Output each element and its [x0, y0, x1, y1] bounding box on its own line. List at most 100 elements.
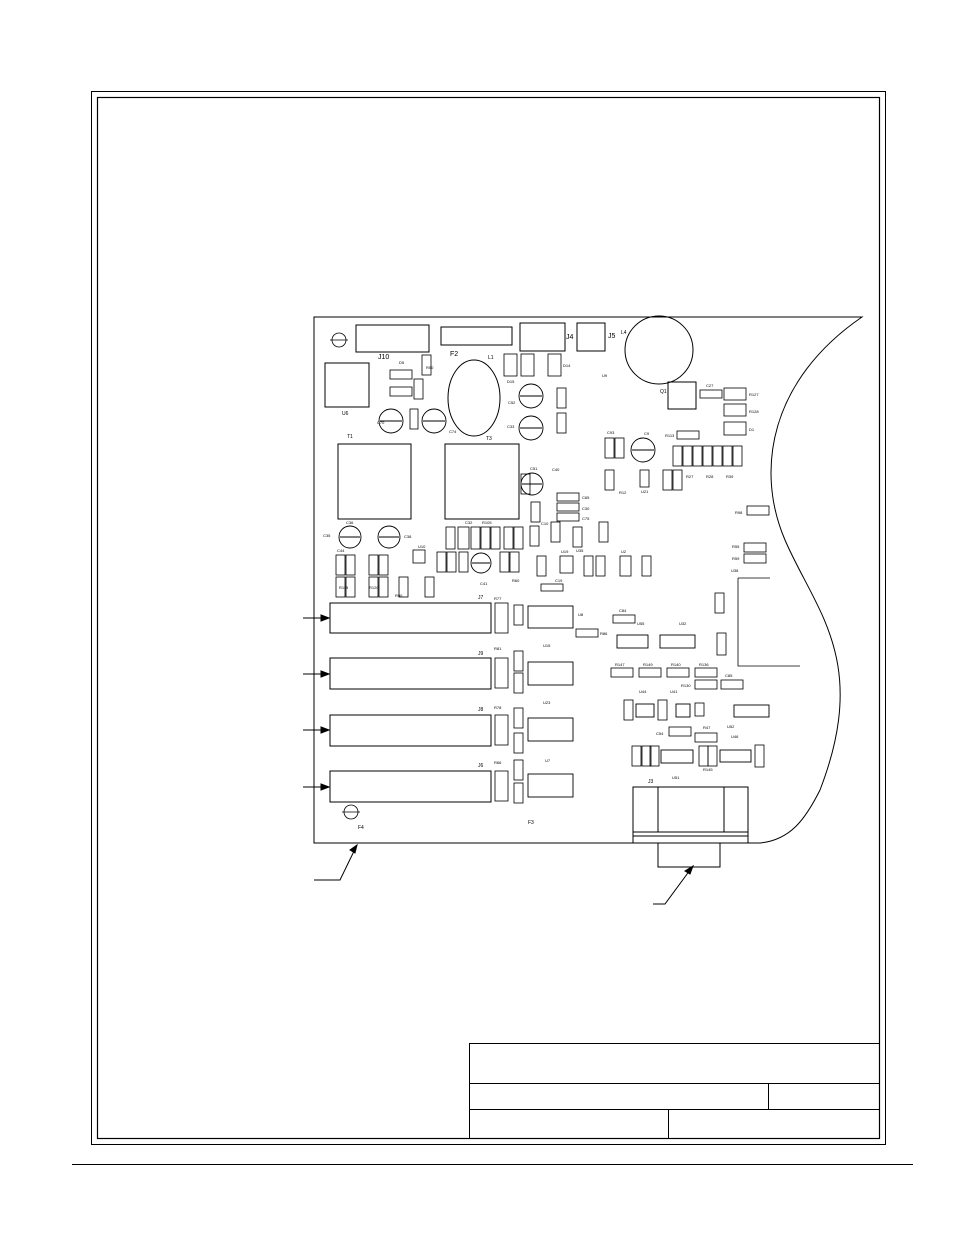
label-u19: U19 [561, 549, 569, 554]
label-r50: R50 [426, 365, 434, 370]
label-u2: U2 [621, 549, 627, 554]
label-d1: D1 [749, 427, 755, 432]
header-j9-body [329, 657, 492, 690]
label-c33: C33 [507, 424, 515, 429]
transformer-t3-body [444, 443, 520, 520]
label-f3: F3 [528, 820, 534, 826]
label-j10: J10 [378, 354, 389, 361]
label-c51: C51 [530, 466, 538, 471]
label-c38: C38 [404, 534, 412, 539]
label-r147: R147 [615, 662, 625, 667]
label-u52: U52 [727, 724, 735, 729]
connector-j3 [632, 786, 749, 868]
label-r60: R60 [512, 578, 520, 583]
label-r27: R27 [686, 474, 694, 479]
label-r39: R39 [726, 474, 734, 479]
ic-u6-body [324, 362, 370, 408]
label-u32: U32 [679, 621, 687, 626]
label-j7: J7 [478, 595, 484, 601]
label-c44: C44 [337, 548, 345, 553]
label-c41: C41 [480, 581, 488, 586]
label-r77: R77 [494, 596, 502, 601]
header-j7-body [329, 602, 492, 634]
label-u38: U38 [731, 568, 739, 573]
label-u10: U10 [418, 544, 426, 549]
label-c19: C19 [555, 578, 563, 583]
label-r120: R120 [369, 585, 379, 590]
label-j3: J3 [648, 779, 654, 785]
label-c36: C36 [346, 520, 354, 525]
ic-u15-body [527, 661, 574, 686]
label-r47: R47 [703, 725, 711, 730]
label-j9: J9 [478, 651, 484, 657]
label-c35: C35 [323, 533, 331, 538]
label-r127: R127 [749, 392, 759, 397]
label-u51: U51 [672, 775, 680, 780]
connector-j5-body [576, 322, 606, 352]
label-j8: J8 [478, 707, 484, 713]
label-c75: C75 [582, 516, 590, 521]
label-c93: C93 [607, 430, 615, 435]
label-j6: J6 [478, 763, 484, 769]
label-r145: R145 [703, 767, 713, 772]
label-r149: R149 [643, 662, 653, 667]
label-r78: R78 [494, 705, 502, 710]
label-c74: C74 [449, 429, 457, 434]
label-r81: R81 [494, 646, 502, 651]
label-r66: R66 [494, 760, 502, 765]
label-c84: C84 [619, 608, 627, 613]
callout-arrows-left [303, 614, 331, 791]
label-r119: R119 [339, 585, 349, 590]
label-r140: R140 [671, 662, 681, 667]
label-r59: R59 [732, 556, 740, 561]
label-d15: D15 [507, 379, 515, 384]
label-u44: U44 [639, 689, 647, 694]
ic-u8-body [527, 605, 574, 629]
label-r113: R113 [665, 433, 675, 438]
callout-arrows-bottom [314, 843, 694, 905]
label-q1: Q1 [660, 389, 667, 395]
label-u7: U7 [545, 758, 551, 763]
inductor-l4-body [624, 315, 694, 385]
label-r86: R86 [600, 631, 608, 636]
label-c10: C10 [541, 521, 549, 526]
pcb-cutout [737, 577, 800, 667]
transistor-q1-body [667, 381, 697, 410]
transformer-t1-body [337, 443, 412, 520]
label-u23: U23 [543, 700, 551, 705]
header-j8-body [329, 714, 492, 747]
inner-frame [96, 96, 881, 1140]
title-block [469, 1043, 879, 1138]
label-u55: U55 [637, 621, 645, 626]
label-c85: C85 [725, 673, 733, 678]
label-u21: U21 [641, 489, 649, 494]
label-c9: C9 [644, 431, 650, 436]
label-r12: R12 [619, 490, 627, 495]
small-components [335, 353, 770, 804]
label-u9: U9 [602, 373, 608, 378]
label-r105: R105 [482, 520, 492, 525]
label-d14: D14 [563, 363, 571, 368]
label-r90: R90 [395, 593, 403, 598]
label-c40: C40 [552, 467, 560, 472]
label-l4: L4 [621, 330, 627, 336]
ic-u7-body [527, 773, 574, 798]
label-d5: D5 [399, 360, 405, 365]
label-u6: U6 [342, 411, 349, 417]
label-r28: R28 [706, 474, 714, 479]
label-c27: C27 [706, 383, 714, 388]
label-c30: C30 [582, 506, 590, 511]
label-j4: J4 [566, 334, 574, 341]
connector-j10-body [355, 324, 430, 353]
label-r98: R98 [735, 510, 743, 515]
outer-frame [91, 91, 886, 1145]
label-c54: C54 [656, 731, 664, 736]
label-j5: J5 [608, 333, 616, 340]
label-c32: C32 [465, 520, 473, 525]
connector-j4-body [519, 322, 566, 352]
label-u46: U46 [731, 734, 739, 739]
label-t3: T3 [486, 436, 492, 442]
pcb-outline [313, 316, 864, 844]
label-f2: F2 [450, 351, 458, 358]
